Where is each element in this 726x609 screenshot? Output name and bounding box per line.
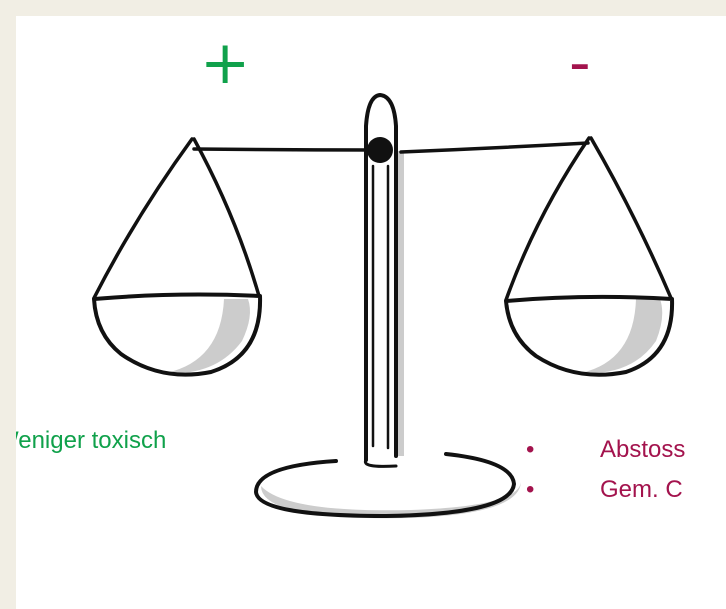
pro-label: Weniger toxisch: [16, 426, 166, 456]
balance-scale-illustration: [16, 16, 726, 609]
bullet-icon: •: [526, 430, 534, 470]
pivot: [367, 137, 393, 163]
left-pan-strings: [94, 139, 259, 298]
con-item: • Gem. C: [526, 470, 685, 510]
right-pan-shadow: [581, 299, 662, 373]
right-pan-strings: [506, 138, 671, 300]
base-inner: [365, 460, 396, 466]
con-item: • Abstoss: [526, 430, 685, 470]
left-pan-shadow: [166, 299, 250, 373]
con-item-text: Abstoss: [600, 436, 685, 463]
con-item-text: Gem. C: [600, 476, 683, 503]
slide: + - Weniger toxisch: [16, 16, 726, 609]
bullet-icon: •: [526, 470, 534, 510]
con-list: • Abstoss • Gem. C: [526, 430, 685, 510]
